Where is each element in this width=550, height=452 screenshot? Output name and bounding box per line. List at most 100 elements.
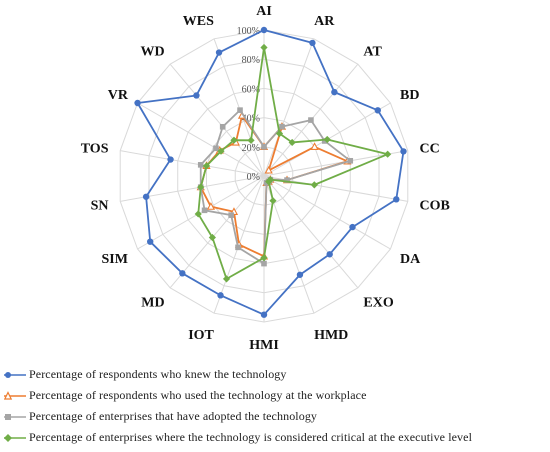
point-0-sim	[147, 238, 154, 245]
point-1-at	[264, 165, 273, 174]
axis-label-vr: VR	[108, 88, 129, 103]
legend-item-knew: Percentage of respondents who knew the t…	[4, 364, 549, 385]
tick-label-100: 100%	[237, 26, 260, 37]
axis-label-wes: WES	[183, 14, 214, 29]
legend-swatch-used	[4, 390, 26, 400]
point-3-wd	[230, 136, 238, 144]
point-2-wd	[219, 123, 226, 130]
axis-label-hmi: HMI	[249, 338, 279, 353]
point-0-cob	[393, 196, 400, 203]
radial-tick-labels: 0% 20% 40% 60% 80% 100%	[237, 26, 260, 183]
point-2-cob	[284, 177, 290, 183]
tick-label-40: 40%	[242, 114, 260, 125]
point-3-iot	[222, 275, 231, 283]
point-0-iot	[217, 292, 224, 299]
point-0-hmi	[260, 311, 268, 318]
point-0-tos	[167, 156, 174, 163]
point-3-ai	[260, 43, 268, 52]
spoke-da	[263, 175, 391, 250]
point-2-md	[228, 212, 234, 218]
axis-label-bd: BD	[400, 88, 419, 103]
chart-legend: Percentage of respondents who knew the t…	[4, 364, 549, 448]
point-3-ar	[275, 129, 284, 138]
spoke-md	[169, 175, 265, 289]
axis-label-sn: SN	[91, 198, 109, 213]
point-2-at	[308, 117, 314, 123]
radar-chart: 0% 20% 40% 60% 80% 100% AIARATBDCCCOBDAEXOHMD…	[81, 4, 450, 353]
legend-label-used: Percentage of respondents who used the t…	[29, 388, 367, 402]
radar-grid	[119, 29, 409, 323]
spoke-tos	[120, 150, 265, 177]
legend-label-critical: Percentage of enterprises where the tech…	[29, 430, 473, 444]
series-2	[197, 107, 354, 267]
point-0-ai	[260, 26, 268, 34]
point-0-at	[331, 88, 338, 96]
axis-label-ai: AI	[256, 4, 272, 19]
axis-label-iot: IOT	[188, 328, 214, 343]
point-0-md	[179, 270, 186, 277]
series-layer	[134, 26, 407, 318]
point-0-wd	[193, 92, 200, 99]
series-line-3	[197, 46, 389, 280]
axis-label-exo: EXO	[363, 296, 393, 311]
point-2-hmi	[261, 260, 267, 267]
axis-label-wd: WD	[140, 44, 164, 59]
spoke-sim	[137, 175, 265, 250]
series-0	[134, 26, 407, 318]
point-0-cc	[400, 148, 407, 155]
spoke-ar	[263, 38, 315, 177]
point-2-ar	[279, 123, 285, 130]
axis-label-da: DA	[400, 252, 421, 267]
point-3-md	[208, 233, 216, 242]
legend-item-adopted: Percentage of enterprises that have adop…	[4, 406, 549, 427]
axis-label-tos: TOS	[81, 142, 109, 157]
point-2-wes	[237, 107, 243, 113]
point-2-tos	[197, 162, 204, 168]
point-1-sim	[206, 202, 216, 210]
point-0-wes	[215, 49, 223, 56]
legend-swatch-knew	[4, 371, 26, 378]
tick-label-80: 80%	[242, 55, 260, 66]
point-3-hmi	[260, 254, 268, 262]
point-3-exo	[265, 177, 273, 186]
legend-item-critical: Percentage of enterprises where the tech…	[4, 427, 549, 448]
spoke-vr	[137, 102, 265, 177]
point-0-ar	[309, 39, 316, 47]
point-1-bd	[310, 142, 319, 150]
legend-item-used: Percentage of respondents who used the t…	[4, 385, 549, 406]
point-2-iot	[235, 244, 241, 251]
point-3-wes	[247, 136, 255, 144]
tick-label-0: 0%	[247, 172, 260, 183]
axis-label-sim: SIM	[102, 252, 128, 267]
point-3-bd	[323, 135, 331, 144]
legend-label-knew: Percentage of respondents who knew the t…	[29, 367, 287, 381]
point-3-tos	[202, 162, 211, 170]
legend-swatch-critical	[4, 433, 26, 442]
point-3-vr	[217, 147, 225, 155]
point-2-cc	[347, 157, 354, 164]
point-2-vr	[213, 145, 219, 152]
axis-label-hmd: HMD	[314, 328, 348, 343]
point-3-cc	[384, 150, 392, 158]
spoke-exo	[263, 175, 359, 289]
tick-label-60: 60%	[242, 84, 260, 95]
tick-label-20: 20%	[242, 143, 260, 154]
spoke-wd	[169, 63, 265, 177]
point-0-hmd	[296, 271, 304, 278]
point-3-hmd	[269, 197, 277, 205]
point-3-sn	[197, 183, 205, 191]
point-0-bd	[374, 107, 381, 114]
point-3-at	[288, 138, 296, 147]
axis-label-cc: CC	[420, 142, 440, 157]
axis-label-ar: AR	[314, 14, 335, 29]
point-0-da	[349, 223, 356, 231]
point-0-vr	[134, 99, 141, 107]
point-2-bd	[321, 138, 328, 144]
point-0-sn	[142, 193, 150, 200]
point-0-exo	[326, 251, 333, 258]
axis-label-at: AT	[363, 44, 382, 59]
series-3	[194, 43, 392, 283]
point-3-cob	[310, 181, 318, 189]
axis-labels: AIARATBDCCCOBDAEXOHMDHMIIOTMDSIMSNTOSVRW…	[81, 4, 450, 353]
legend-swatch-adopted	[4, 413, 26, 420]
